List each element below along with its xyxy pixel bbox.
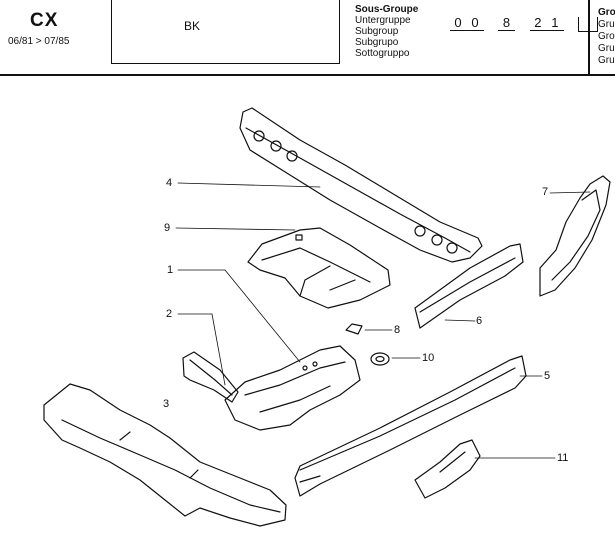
subgroup-label-en: Subgroup — [355, 26, 399, 37]
subgroup-digit: 2 — [529, 15, 547, 31]
subgroup-digit: 0 — [467, 15, 484, 31]
callout-3: 3 — [163, 398, 170, 410]
part-3-side-member — [43, 383, 287, 527]
part-10-grommet — [370, 352, 390, 366]
subgroup-label-de: Untergruppe — [355, 15, 411, 26]
header-rule — [0, 74, 615, 76]
part-9-floor-panel — [247, 227, 391, 309]
model-name: CX — [30, 10, 59, 31]
leader-line-7 — [549, 191, 591, 194]
callout-9: 9 — [164, 222, 171, 234]
part-6-rail — [414, 243, 524, 329]
leader-line-1 — [224, 269, 301, 363]
leader-lines — [175, 182, 591, 459]
part-2-front-support — [182, 351, 239, 403]
subgroup-digit: 8 — [498, 15, 516, 31]
part-8-plate — [345, 323, 363, 335]
part-4-cross-member — [239, 107, 483, 263]
date-range: 06/81 > 07/85 — [8, 36, 70, 47]
code-label: BK — [184, 19, 201, 33]
callout-5: 5 — [544, 370, 551, 382]
group-label: Gro — [598, 31, 615, 42]
leader-line-6 — [444, 319, 476, 322]
callout-1: 1 — [167, 264, 174, 276]
part-7-side-bracket — [539, 175, 611, 297]
callout-8: 8 — [394, 324, 401, 336]
leader-line-2 — [211, 313, 226, 386]
subgroup-label-es: Subgrupo — [355, 37, 399, 48]
subgroup-label-fr: Sous-Groupe — [355, 4, 419, 15]
group-labels: Gro Gru Gro Gru Gru — [598, 7, 615, 67]
subgroup-digit: 1 — [546, 15, 564, 31]
callout-6: 6 — [476, 315, 483, 327]
callout-4: 4 — [166, 177, 173, 189]
part-11-rear-bracket — [414, 439, 481, 499]
leader-line-9 — [175, 227, 296, 231]
header: CX 06/81 > 07/85 BK Sous-Groupe Untergru… — [0, 0, 615, 76]
callout-2: 2 — [166, 308, 173, 320]
callout-7: 7 — [542, 186, 549, 198]
subgroup-digit: 0 — [450, 15, 467, 31]
group-label: Gru — [598, 43, 615, 54]
part-5-long-rail — [294, 355, 527, 497]
part-1-centre-floor — [224, 345, 361, 431]
subgroup-labels: Sous-Groupe Untergruppe Subgroup Subgrup… — [355, 4, 418, 59]
code-box: BK — [111, 0, 340, 64]
group-label: Gru — [598, 55, 615, 66]
header-divider — [588, 0, 590, 75]
group-label: Gru — [598, 19, 615, 30]
group-label: Gro — [598, 7, 615, 18]
leader-line-4 — [177, 182, 321, 188]
callout-10: 10 — [422, 352, 435, 364]
subgroup-label-it: Sottogruppo — [355, 48, 410, 59]
callout-11: 11 — [557, 452, 569, 464]
